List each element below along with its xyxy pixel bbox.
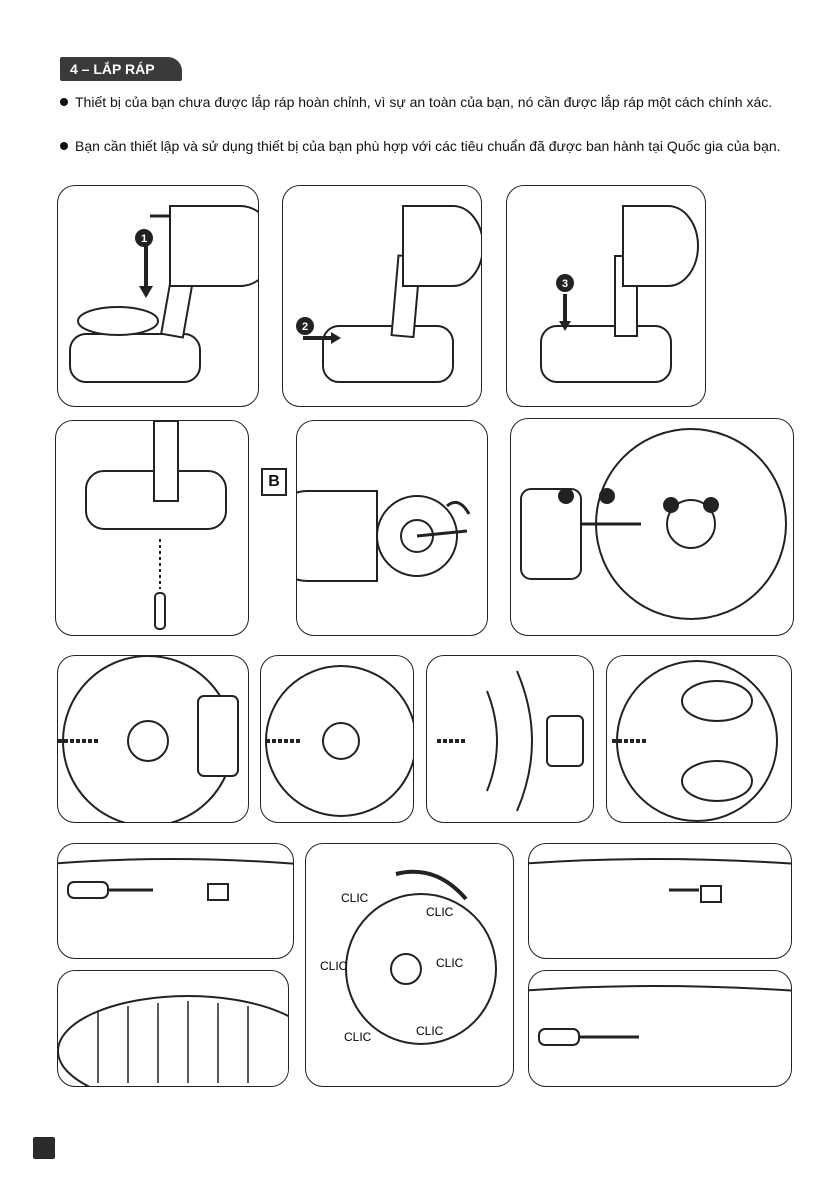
front-clic-illustration: CLIC CLIC CLIC CLIC CLIC CLIC [306,844,513,1086]
unclip-screw-illustration [529,844,791,958]
figure-mount-grille [57,655,249,823]
figure-unclip-screw [528,843,792,959]
figure-clip-detail [57,970,289,1087]
bullet-icon [60,142,68,150]
intro-paragraph-2: Bạn cần thiết lập và sử dụng thiết bị củ… [56,135,796,157]
figure-blade-side [426,655,594,823]
intro-text-2: Bạn cần thiết lập và sử dụng thiết bị củ… [75,138,781,154]
screw-base-illustration [56,421,248,635]
clip-screw-illustration [58,844,293,958]
rear-grille-illustration [511,419,793,635]
blade-fix-illustration [607,656,791,822]
section-tag: 4 – LẮP RÁP [60,57,182,81]
figure-front-clic: CLIC CLIC CLIC CLIC CLIC CLIC [305,843,514,1087]
intro-paragraph-1: Thiết bị của bạn chưa được lắp ráp hoàn … [56,91,796,113]
mount-grille-illustration [58,656,248,822]
clic-label-6: CLIC [416,1024,444,1038]
clip-detail-illustration [58,971,288,1086]
screw-driver-illustration [529,971,791,1086]
figure-blade-fix [606,655,792,823]
figure-rear-grille [510,418,794,636]
tighten-grille-illustration [261,656,413,822]
clic-label-4: CLIC [436,956,464,970]
attach-stand-illustration: 1 [58,186,258,406]
insert-base-illustration: 2 [283,186,481,406]
clic-label-5: CLIC [344,1030,372,1044]
figure-remove-nut [296,420,488,636]
clic-label-1: CLIC [341,891,369,905]
figure-tighten-grille [260,655,414,823]
intro-text-1: Thiết bị của bạn chưa được lắp ráp hoàn … [75,94,772,110]
figure-clip-screw [57,843,294,959]
page-number-marker [33,1137,55,1159]
figure-lock-base: 3 [506,185,706,407]
callout-b: B [261,468,287,496]
clic-label-2: CLIC [426,905,454,919]
figure-insert-base: 2 [282,185,482,407]
remove-nut-illustration [297,421,487,635]
blade-side-illustration [427,656,593,822]
clic-label-3: CLIC [320,959,348,973]
step-number-1: 1 [141,233,147,245]
figure-attach-stand: 1 [57,185,259,407]
figure-screw-base [55,420,249,636]
figure-screw-driver [528,970,792,1087]
lock-base-illustration: 3 [507,186,705,406]
step-number-3: 3 [562,278,568,290]
bullet-icon [60,98,68,106]
step-number-2: 2 [302,321,308,333]
